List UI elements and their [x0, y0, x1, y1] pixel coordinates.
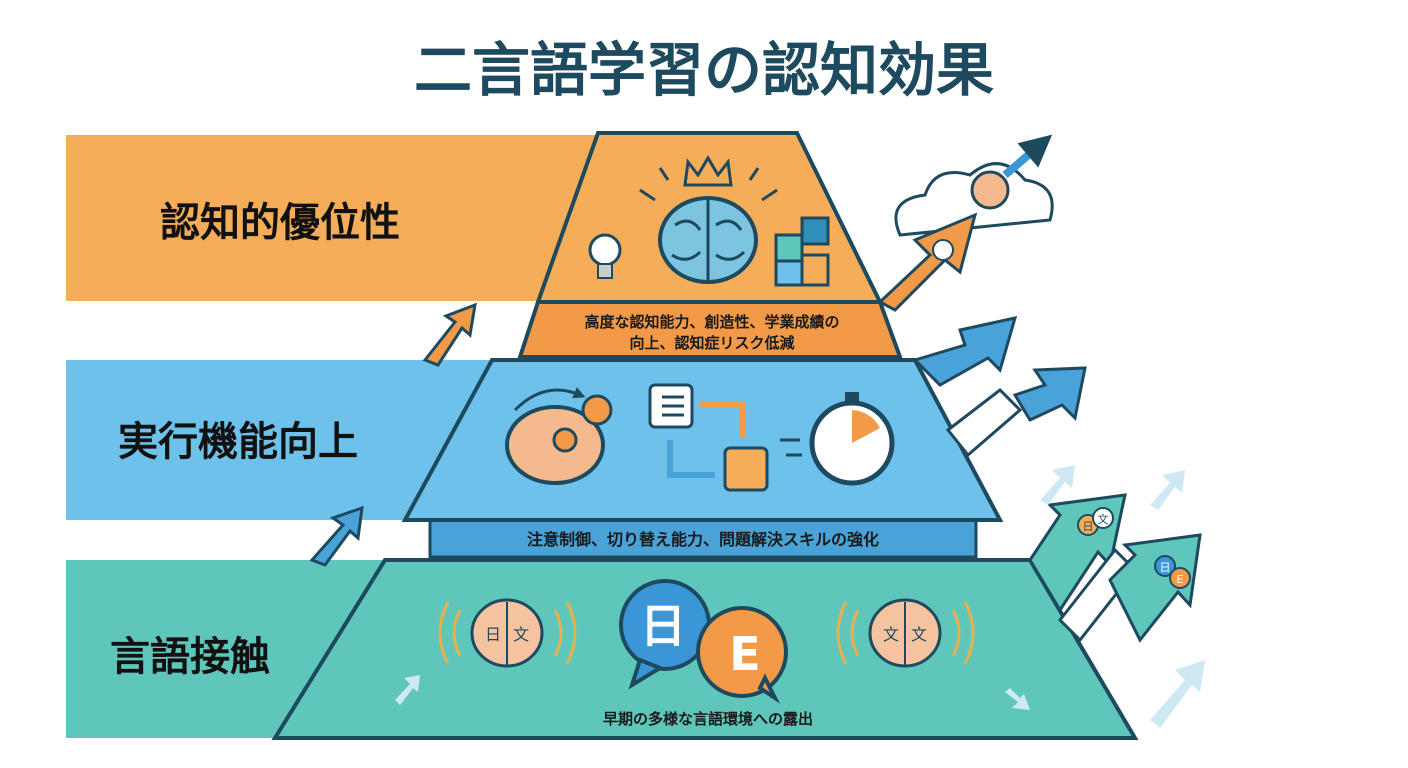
language-desc: 早期の多様な言語環境への露出 [603, 710, 813, 728]
level-label-language: 言語接触 [110, 634, 270, 680]
badge-char: 文 [1098, 512, 1109, 526]
brain-left-char-1: 日 [485, 625, 501, 644]
brain-right-char-2: 文 [911, 625, 927, 644]
stopwatch-icon [780, 392, 895, 486]
bubble-japanese: 日 [640, 599, 686, 653]
faint-arrow-icons [395, 465, 1205, 728]
brain-icon [658, 196, 758, 284]
brain-right-char-1: 文 [883, 625, 899, 644]
cognitive-desc-2: 向上、認知症リスク低減 [629, 334, 794, 352]
page-title: 二言語学習の認知効果 [414, 36, 994, 104]
bubble-english: E [729, 627, 760, 681]
speech-bubbles-icon: 日 E [619, 579, 788, 704]
arrow-up-icon [877, 212, 1202, 643]
badge-char: 日 [1083, 520, 1094, 533]
brain-icon: 文 文 [836, 598, 975, 668]
brain-gears-icon [505, 387, 613, 485]
lightbulb-icon [588, 233, 622, 279]
puzzle-icon [774, 216, 830, 287]
brain-icon: 日 文 [438, 598, 577, 668]
level-label-cognitive: 認知的優位性 [160, 200, 400, 246]
arrow-up-icon [309, 302, 477, 567]
arrow-badges: 日 文 日 E [1077, 507, 1191, 589]
spark-lines [639, 167, 778, 202]
cognitive-desc-1: 高度な認知能力、創造性、学業成績の [584, 313, 839, 331]
cloud-icon [894, 134, 1054, 237]
layer-executive [401, 358, 1004, 522]
executive-desc: 注意制御、切り替え能力、問題解決スキルの強化 [527, 530, 879, 549]
badge-char: 日 [1160, 561, 1171, 574]
level-label-executive: 実行機能向上 [118, 419, 358, 465]
badge-char: E [1177, 573, 1184, 586]
crown-icon [683, 155, 733, 187]
band-cognitive [66, 135, 626, 301]
brain-left-char-2: 文 [513, 625, 529, 644]
executive-desc-box [428, 518, 978, 559]
checklist-flow-icon [648, 383, 769, 492]
